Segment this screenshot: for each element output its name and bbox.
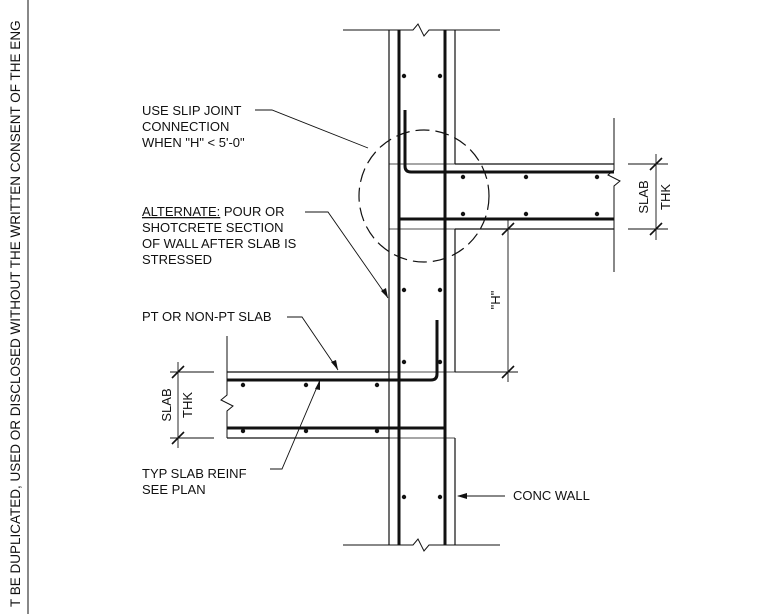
- alternate-rest: POUR OR: [220, 204, 284, 219]
- alternate-note-line-1: ALTERNATE: POUR OR: [142, 204, 285, 219]
- rebar-dots: [240, 73, 600, 500]
- upper-slab-outline: [389, 118, 621, 272]
- h-dimension-label: "H": [488, 290, 503, 309]
- wall-outline: [343, 23, 500, 552]
- alternate-note-line-3: OF WALL AFTER SLAB IS: [142, 236, 297, 251]
- upper-slab-rebar: [399, 110, 614, 221]
- alternate-label: ALTERNATE:: [142, 204, 220, 219]
- lower-slab-thk-label-1: SLAB: [159, 388, 174, 421]
- wall-rebar: [397, 30, 447, 545]
- slip-joint-note-line-1: USE SLIP JOINT: [142, 103, 242, 118]
- side-note: T BE DUPLICATED, USED OR DISCLOSED WITHO…: [8, 20, 23, 607]
- slip-joint-circle: [358, 129, 490, 263]
- lower-slab-thk-label-2: THK: [180, 392, 195, 418]
- lower-slab-outline: [220, 336, 455, 439]
- alternate-note-line-4: STRESSED: [142, 252, 212, 267]
- lower-slab-thk-dimension: [170, 362, 214, 448]
- h-dimension: [455, 220, 518, 382]
- lower-slab-rebar: [227, 320, 445, 430]
- alternate-note-line-2: SHOTCRETE SECTION: [142, 220, 284, 235]
- slip-joint-note-line-2: CONNECTION: [142, 119, 229, 134]
- conc-wall-label: CONC WALL: [513, 488, 590, 503]
- pt-slab-note: PT OR NON-PT SLAB: [142, 309, 272, 324]
- upper-slab-thk-label-1: SLAB: [636, 180, 651, 213]
- typ-reinf-note-line-1: TYP SLAB REINF: [142, 466, 247, 481]
- typ-reinf-note-line-2: SEE PLAN: [142, 482, 206, 497]
- upper-slab-thk-dimension: [628, 154, 668, 240]
- upper-slab-thk-label-2: THK: [658, 184, 673, 210]
- arrowheads: [315, 288, 467, 499]
- slip-joint-note-line-3: WHEN "H" < 5'-0": [142, 135, 245, 150]
